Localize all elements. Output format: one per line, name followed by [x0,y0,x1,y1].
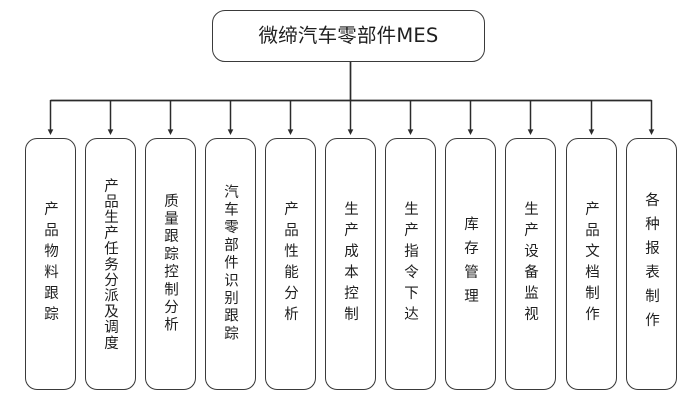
child-node-7[interactable]: 生产指令下达 [385,138,436,390]
child-node-6[interactable]: 生产成本控制 [325,138,376,390]
child-node-11-label: 各种报表制作 [643,192,659,336]
child-node-5[interactable]: 产品性能分析 [265,138,316,390]
child-node-2[interactable]: 产品生产任务分派及调度 [85,138,136,390]
child-node-4[interactable]: 汽车零部件识别跟踪 [205,138,256,390]
child-node-8[interactable]: 库存管理 [445,138,496,390]
child-node-10[interactable]: 产品文档制作 [566,138,617,390]
child-node-row: 产品物料跟踪 产品生产任务分派及调度 质量跟踪控制分析 汽车零部件识别跟踪 产品… [25,138,677,390]
root-node-label: 微缔汽车零部件MES [258,24,439,48]
child-node-4-label: 汽车零部件识别跟踪 [222,184,238,344]
child-node-2-label: 产品生产任务分派及调度 [102,177,118,351]
child-node-9[interactable]: 生产设备监视 [505,138,556,390]
child-node-5-label: 产品性能分析 [282,201,298,327]
child-node-10-label: 产品文档制作 [583,201,599,327]
child-node-1-label: 产品物料跟踪 [42,201,58,327]
root-node[interactable]: 微缔汽车零部件MES [212,10,485,62]
child-node-1[interactable]: 产品物料跟踪 [25,138,76,390]
child-node-6-label: 生产成本控制 [342,201,358,327]
child-node-3[interactable]: 质量跟踪控制分析 [145,138,196,390]
child-node-9-label: 生产设备监视 [522,201,538,327]
child-node-3-label: 质量跟踪控制分析 [162,193,178,335]
child-node-8-label: 库存管理 [462,216,478,312]
child-node-7-label: 生产指令下达 [402,201,418,327]
child-node-11[interactable]: 各种报表制作 [626,138,677,390]
